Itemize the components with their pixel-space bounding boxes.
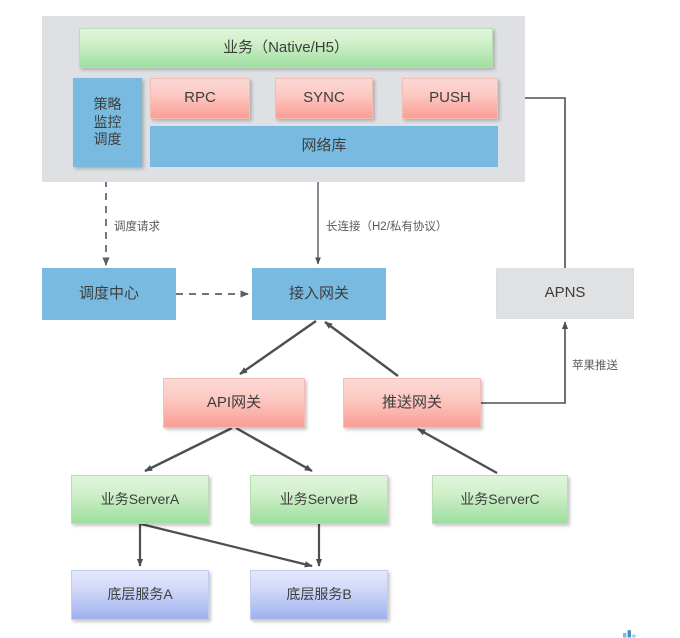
node-network-library[interactable]: 网络库 [150,126,498,167]
bar-chart-icon [623,630,636,638]
node-base-service-a[interactable]: 底层服务A [71,570,209,620]
node-policy-monitor-dispatch[interactable]: 策略 监控 调度 [73,78,142,167]
node-push[interactable]: PUSH [402,78,498,119]
edge-label-dispatch-request: 调度请求 [114,221,160,233]
node-push-gateway[interactable]: 推送网关 [343,378,481,428]
node-server-a[interactable]: 业务ServerA [71,475,209,524]
node-access-gateway[interactable]: 接入网关 [252,268,386,320]
node-api-gateway[interactable]: API网关 [163,378,305,428]
node-sync[interactable]: SYNC [275,78,373,119]
policy-line-3: 调度 [93,131,122,148]
node-apns[interactable]: APNS [496,268,634,319]
node-server-b[interactable]: 业务ServerB [250,475,388,524]
policy-line-1: 策略 [93,96,122,113]
node-dispatch-center[interactable]: 调度中心 [42,268,176,320]
edge-label-long-connection: 长连接（H2/私有协议） [326,221,448,233]
node-business[interactable]: 业务（Native/H5） [79,28,493,68]
edge-label-apple-push: 苹果推送 [572,360,618,372]
policy-line-2: 监控 [93,113,122,130]
node-server-c[interactable]: 业务ServerC [432,475,568,524]
node-rpc[interactable]: RPC [150,78,250,119]
node-base-service-b[interactable]: 底层服务B [250,570,388,620]
